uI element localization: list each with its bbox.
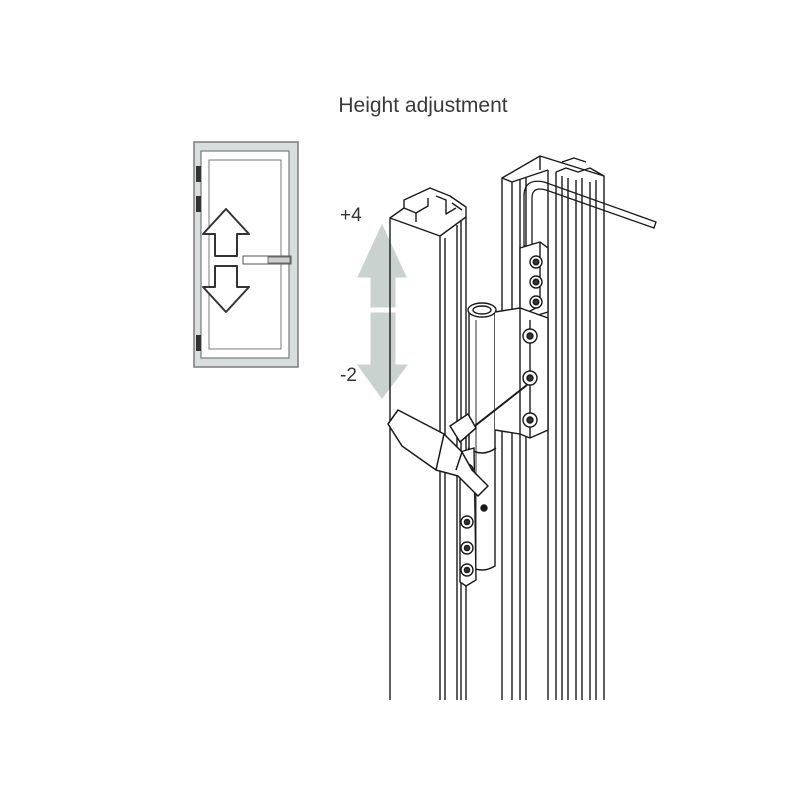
adjust-up-label: +4 — [340, 205, 362, 226]
adjust-down-label: -2 — [340, 365, 357, 386]
hex-key — [523, 180, 657, 247]
adjustment-arrows — [357, 223, 409, 399]
hinge-wing-plate — [494, 307, 549, 439]
diagram-title: Height adjustment — [338, 94, 508, 117]
frame-hinge-plate — [519, 241, 549, 319]
door-overview-icon — [193, 141, 299, 368]
frame-profile — [501, 155, 605, 700]
t-handle-tool — [387, 384, 528, 497]
